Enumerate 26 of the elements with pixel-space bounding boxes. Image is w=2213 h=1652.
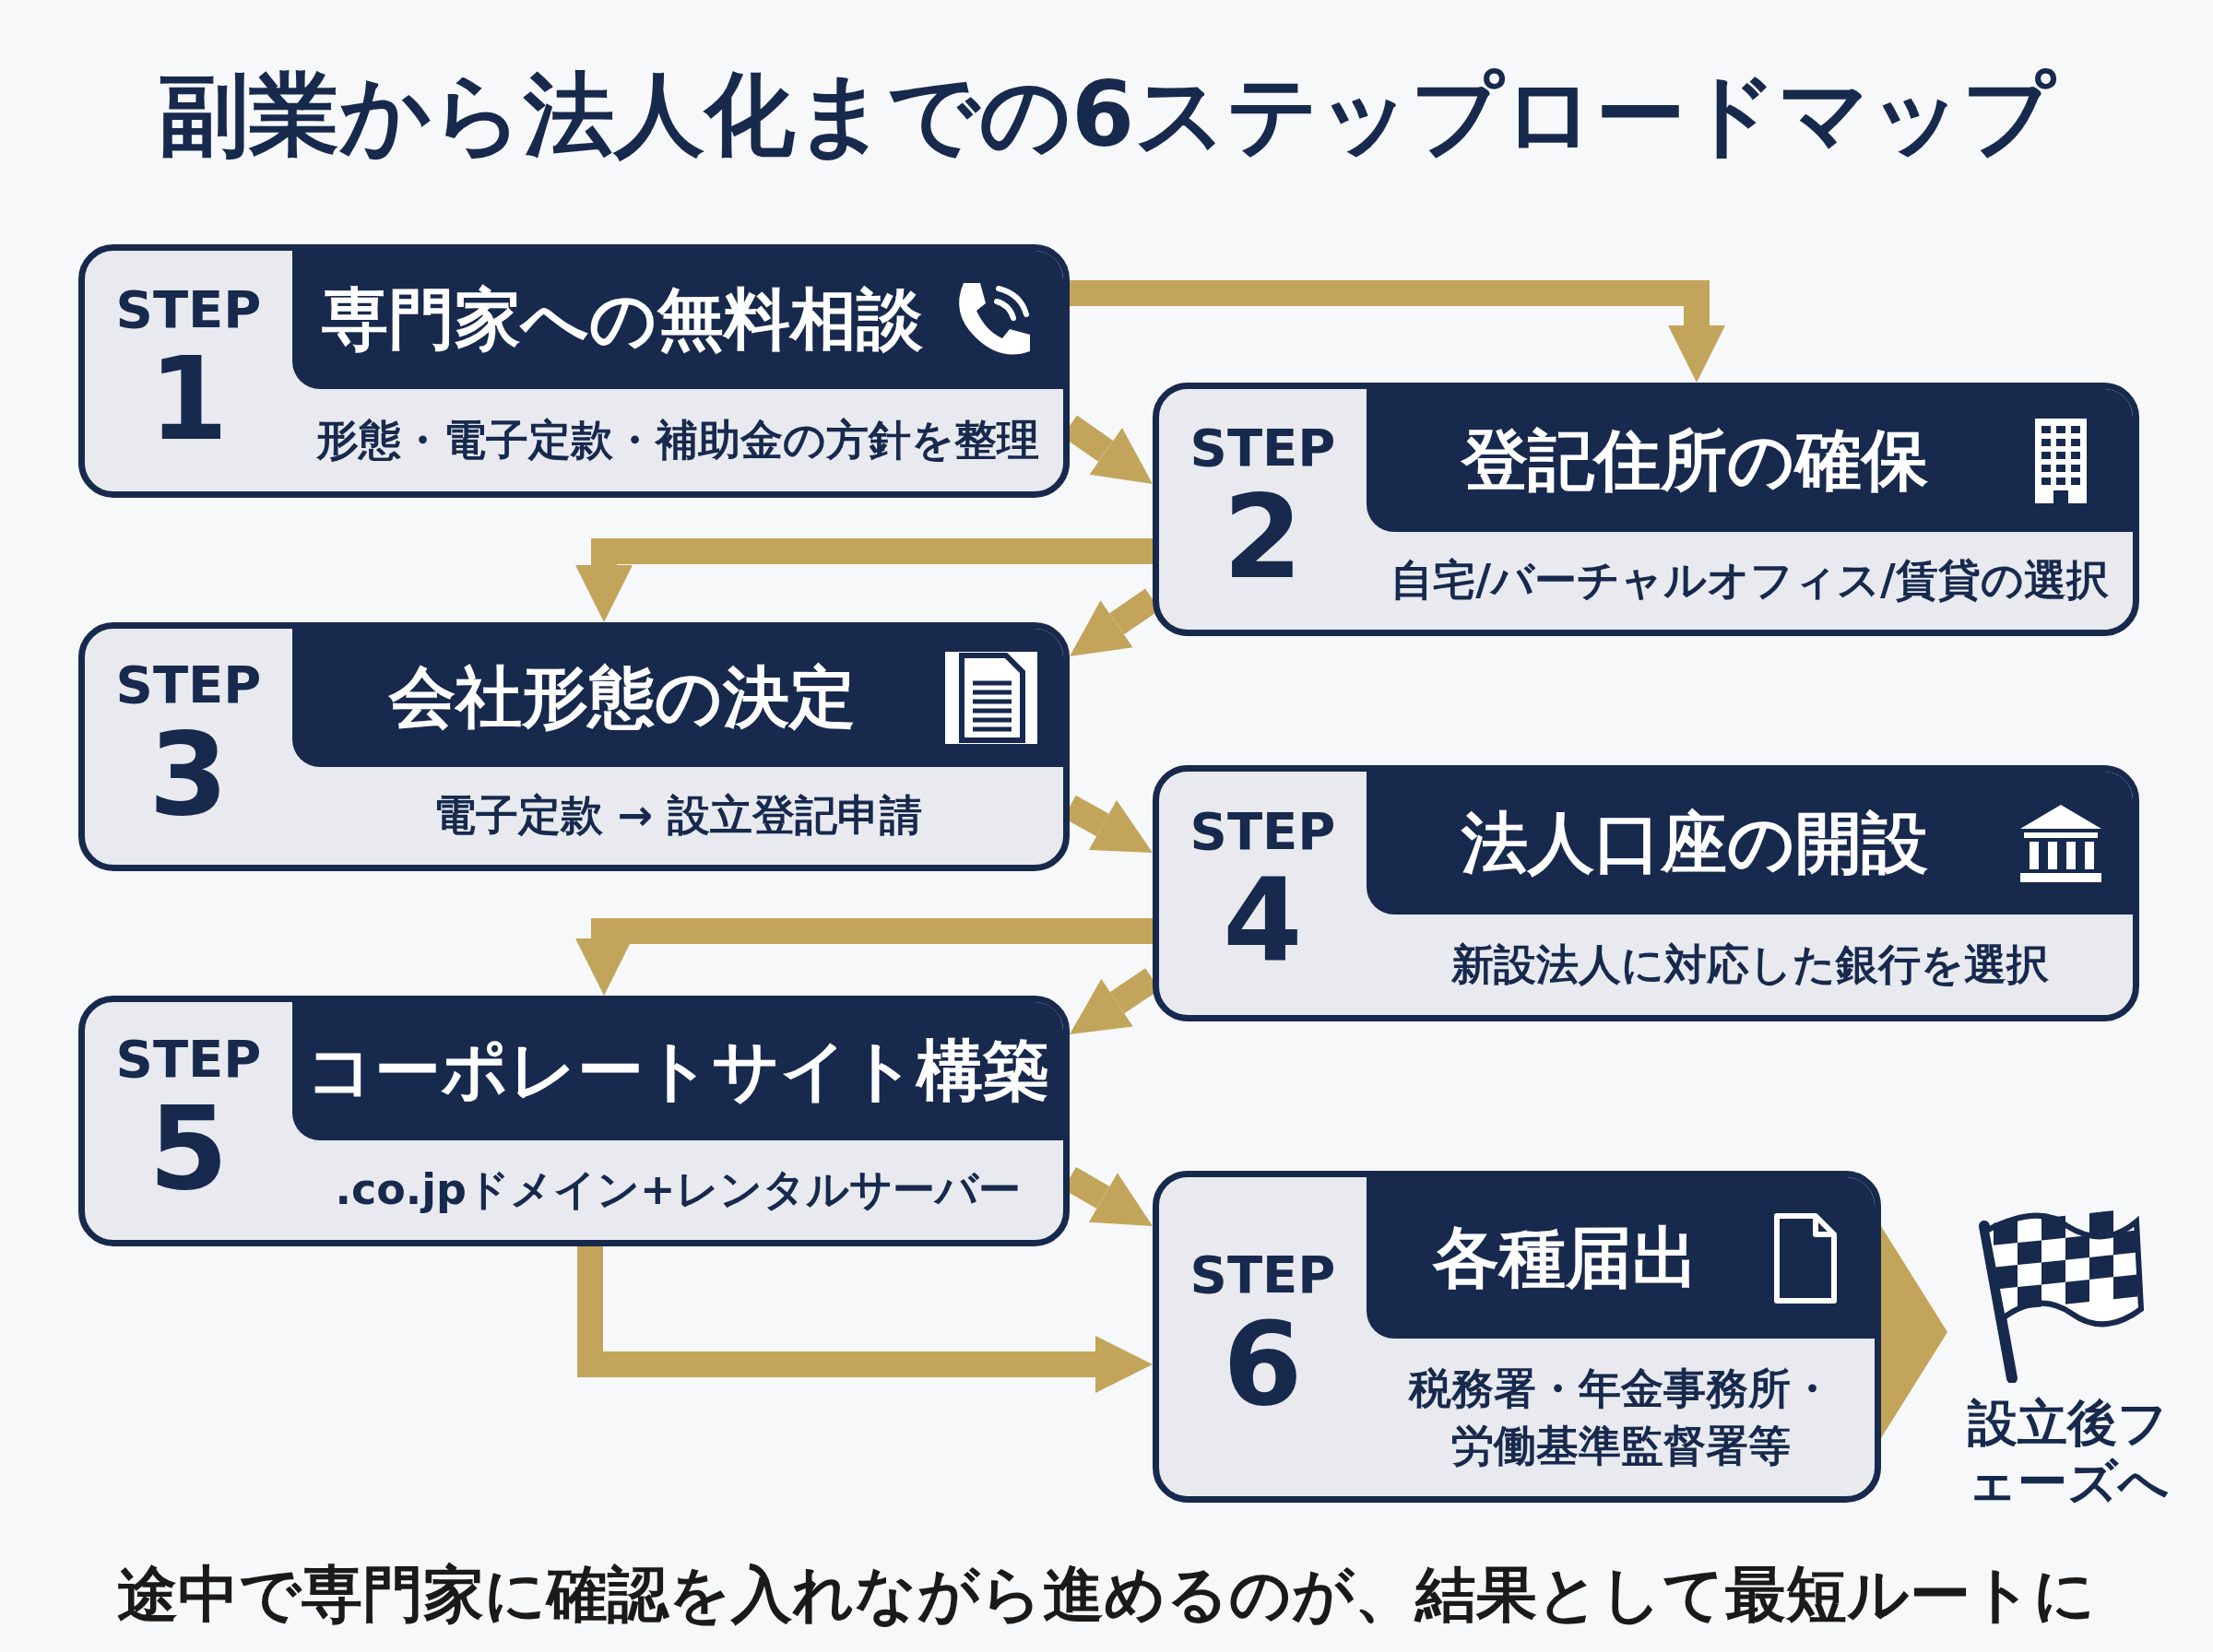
subtitle: 自宅/バーチャルオフィス/賃貸の選択 — [1390, 554, 2110, 607]
title-banner: 会社形態の決定 — [292, 629, 1063, 767]
title-banner: 専門家への無料相談 — [292, 251, 1063, 389]
step-card — [1153, 1171, 1881, 1503]
arrow — [1070, 280, 1725, 383]
title-banner: コーポレートサイト構築 — [292, 1002, 1063, 1140]
subtitle: 電子定款 → 設立登記申請 — [432, 789, 924, 842]
step-card — [1153, 383, 2139, 636]
title-banner: 法人口座の開設 — [1367, 772, 2133, 914]
chevron-arrow — [1881, 1226, 1947, 1438]
step-card — [1153, 765, 2139, 1021]
subtitle: 形態・電子定款・補助金の方針を整理 — [315, 413, 1040, 466]
title-banner: 各種届出 — [1367, 1177, 1875, 1339]
title: 副業から法人化までの6ステップロードマップ — [157, 61, 2057, 169]
caption: 途中で専門家に確認を入れながら進めるのが、結果として最短ルートに — [116, 1558, 2097, 1632]
step-card — [78, 996, 1070, 1246]
arrow — [575, 538, 1153, 622]
title-banner: 登記住所の確保 — [1367, 389, 2133, 532]
step-card — [78, 244, 1070, 498]
subtitle: 新設法人に対応した銀行を選択 — [1450, 938, 2050, 991]
arrow — [577, 1246, 1153, 1393]
subtitle: 税務署・年金事務所・労働基準監督署等 — [1407, 1362, 1834, 1472]
subtitle: .co.jpドメイン+レンタルサーバー — [334, 1163, 1022, 1216]
arrow — [575, 918, 1153, 996]
step-card — [78, 622, 1070, 871]
finish-label: 設立後フェーズへ — [1965, 1394, 2170, 1512]
